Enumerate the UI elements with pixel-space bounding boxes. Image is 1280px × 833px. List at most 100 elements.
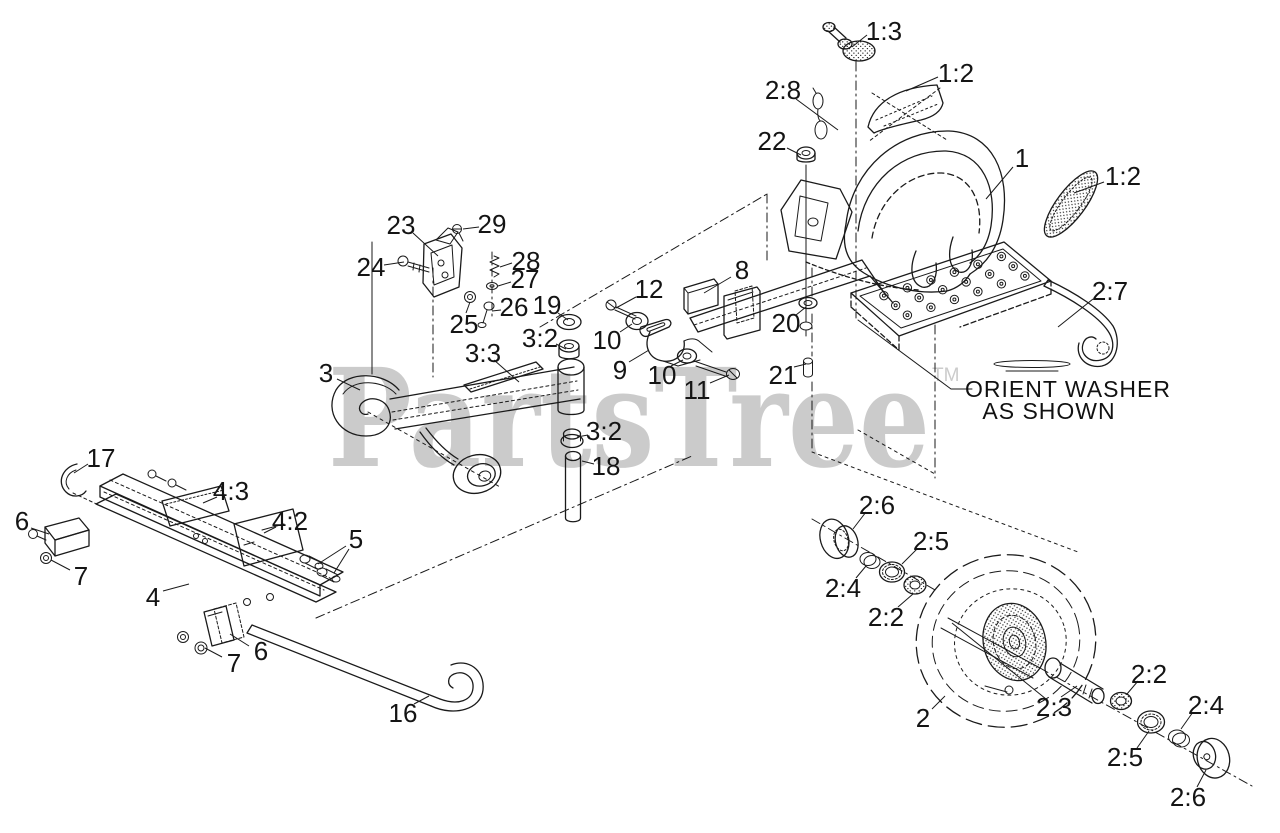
callout-20: 20 <box>772 308 801 338</box>
platform-hole-center <box>999 281 1004 286</box>
leader-line <box>263 526 277 534</box>
leader-line <box>576 434 589 438</box>
platform-hole <box>879 290 889 301</box>
leader-line <box>703 276 732 294</box>
bolt-24-drawing <box>397 255 430 273</box>
leader-line <box>50 559 71 571</box>
washer-19-drawing <box>556 313 582 331</box>
callout-2-6: 2:6 <box>1170 782 1206 812</box>
callout-3-3: 3:3 <box>465 338 501 368</box>
callout-2-7: 2:7 <box>1092 276 1128 306</box>
callout-29: 29 <box>478 209 507 239</box>
callout-4-2: 4:2 <box>272 506 308 536</box>
platform-hole <box>996 279 1007 289</box>
bolt-12-drawing <box>605 299 637 320</box>
leader-line <box>336 378 361 391</box>
callout-21: 21 <box>769 360 798 390</box>
callout-2-4: 2:4 <box>825 573 861 603</box>
leader-line <box>162 583 190 592</box>
construction-lines <box>315 61 1253 787</box>
callout-16: 16 <box>389 698 418 728</box>
platform-hole-center <box>1011 264 1016 269</box>
spacer-8-drawing <box>683 278 761 340</box>
leader-line <box>555 343 567 350</box>
leader-line <box>793 363 807 368</box>
callout-7: 7 <box>227 648 241 678</box>
callout-2-4: 2:4 <box>1188 690 1224 720</box>
pin-18-drawing <box>564 450 582 523</box>
leader-line <box>557 312 569 321</box>
leader-line <box>615 296 637 309</box>
platform-hole <box>961 277 971 287</box>
platform-hole-center <box>964 279 969 284</box>
leader-line <box>795 306 807 316</box>
platform-hole <box>996 251 1007 262</box>
platform-hole <box>1020 271 1030 281</box>
leader-line <box>795 98 839 131</box>
bearing-2-5-lower-drawing <box>1136 710 1166 734</box>
platform-hole-center <box>928 277 933 282</box>
leader-line <box>1057 298 1094 328</box>
callout-4: 4 <box>146 582 160 612</box>
platform-hole-center <box>1022 273 1027 278</box>
platform-hole <box>949 267 960 277</box>
callout-2-3: 2:3 <box>1036 692 1072 722</box>
washer-10-upper-drawing <box>625 311 649 331</box>
leader-line <box>491 309 502 312</box>
callout-27: 27 <box>511 264 540 294</box>
callout-26: 26 <box>500 292 529 322</box>
plate-3-3-drawing <box>463 361 544 393</box>
leader-line <box>670 359 684 367</box>
note-line1: ORIENT WASHER <box>965 376 1171 402</box>
leader-line <box>317 545 347 565</box>
callout-2: 2 <box>916 703 930 733</box>
leader-line <box>497 281 512 287</box>
callout-2-5: 2:5 <box>913 526 949 556</box>
leader-line <box>1060 685 1078 698</box>
platform-hole-center <box>928 305 933 310</box>
leader-line <box>229 633 250 647</box>
platform-hole <box>890 300 901 311</box>
leader-line <box>931 695 946 710</box>
leader-line <box>855 565 867 579</box>
leader-line <box>897 593 914 608</box>
leader-line <box>901 548 918 565</box>
callout-2-2: 2:2 <box>868 602 904 632</box>
leader-line <box>1126 680 1139 695</box>
orient-washer-note <box>857 319 1071 390</box>
wheel-2-drawing <box>915 554 1097 728</box>
nuts-7-lower-drawing <box>177 631 208 655</box>
platform-hole <box>1008 261 1018 271</box>
callout-1-2: 1:2 <box>1105 161 1141 191</box>
leader-line <box>73 463 89 474</box>
plate-4-2-drawing <box>233 508 304 567</box>
bolt-11-drawing <box>693 360 740 380</box>
leader-line <box>1180 711 1194 730</box>
frame-bar-4-drawing <box>95 469 344 603</box>
callout-1-2: 1:2 <box>938 58 974 88</box>
plate-4-3-drawing <box>161 485 230 527</box>
washer-20-drawing <box>798 296 818 310</box>
callout-23: 23 <box>387 210 416 240</box>
grip-1-2-right-drawing <box>1043 170 1099 238</box>
watermark-tm: TM <box>932 365 959 386</box>
platform-hole-center <box>905 313 910 318</box>
platform-hole <box>914 292 924 303</box>
leader-line <box>413 695 430 705</box>
spacer-2-4-lower-drawing <box>1168 729 1190 748</box>
callout-1: 1 <box>1015 143 1029 173</box>
leader-line <box>619 323 633 333</box>
callout-9: 9 <box>613 355 627 385</box>
platform-hole <box>973 259 983 269</box>
callout-2-6: 2:6 <box>859 490 895 520</box>
pin-26-drawing <box>477 301 495 328</box>
platform-hole <box>902 283 913 293</box>
pin-2-8-drawing <box>812 87 828 140</box>
leader-line <box>628 349 650 363</box>
watermark-text: PartsTree <box>328 339 930 499</box>
leader-line <box>851 34 868 48</box>
spring-28-drawing <box>489 255 500 278</box>
callout-1-3: 1:3 <box>866 16 902 46</box>
